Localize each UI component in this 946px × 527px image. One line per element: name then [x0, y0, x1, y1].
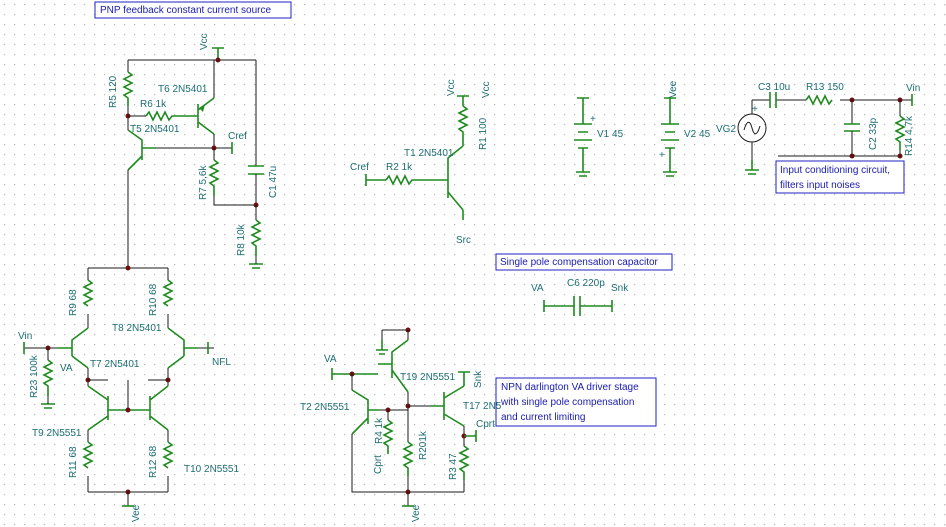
cref-label-1: Cref [228, 131, 247, 142]
va-label-2: VA [324, 354, 337, 365]
note-pnp-source-text: PNP feedback constant current source [100, 5, 271, 16]
vin-label-1: Vin [18, 331, 32, 342]
t10-label[interactable]: T10 2N5551 [184, 464, 239, 475]
darlington-stage: T19 2N5551 VA T2 2N5551 R4 1k Cprt R201k… [300, 327, 502, 522]
cprt-label-1: Cprt [373, 455, 384, 474]
t7-label[interactable]: T7 2N5401 [90, 359, 140, 370]
v1-label: V1 45 [597, 129, 624, 140]
note-darlington[interactable]: NPN darlington VA driver stage with sing… [495, 377, 657, 427]
vee-label-2: Vee [411, 504, 422, 522]
t9-label[interactable]: T9 2N5551 [32, 428, 82, 439]
r4-label[interactable]: R4 1k [374, 417, 385, 444]
t1-label[interactable]: T1 2N5401 [404, 148, 454, 159]
vg2-label[interactable]: VG2 [716, 124, 736, 135]
note-pnp-source[interactable]: PNP feedback constant current source [94, 1, 292, 19]
net-vcc-label: Vcc [199, 33, 210, 50]
r13-label[interactable]: R13 150 [806, 82, 844, 93]
r14-label[interactable]: R14 4,7k [904, 115, 915, 156]
v2-plus: + [659, 150, 665, 161]
c2-label[interactable]: C2 33p [868, 117, 879, 150]
r12-label[interactable]: R12 68 [148, 445, 159, 478]
cprt-label-2: Cprt [476, 419, 495, 430]
r10-label[interactable]: R10 68 [148, 283, 159, 316]
nfl-label: NFL [212, 357, 231, 368]
v1-plus: + [590, 114, 596, 125]
r5-label[interactable]: R5 120 [108, 75, 119, 108]
snk-label-1: Snk [611, 283, 629, 294]
note-input-conditioning[interactable]: Input conditioning circuit, filters inpu… [775, 160, 905, 194]
c6-label[interactable]: C6 220p [567, 278, 605, 289]
t5-label[interactable]: T5 2N5401 [130, 124, 180, 135]
vcc-label-3: Vcc [481, 81, 492, 98]
pnp-current-source: Vcc R5 120 R6 1k T6 2N5401 T5 2N5401 Cre… [108, 33, 279, 269]
supply-v2[interactable]: Vee + V2 45 [659, 80, 711, 177]
supply-v1[interactable]: Vcc + V1 45 [481, 81, 624, 177]
r8-label[interactable]: R8 10k [236, 223, 247, 256]
note-single-pole-text: Single pole compensation capacitor [500, 257, 659, 268]
r1-label[interactable]: R1 100 [478, 117, 489, 150]
r11-label[interactable]: R11 68 [68, 446, 79, 478]
t8-label[interactable]: T8 2N5401 [112, 323, 162, 334]
c3-label[interactable]: C3 10u [758, 82, 790, 93]
t1-source-stage: Vcc R1 100 T1 2N5401 Cref R2 1k Src [350, 79, 489, 246]
t2-label[interactable]: T2 2N5551 [300, 402, 350, 413]
r23-label[interactable]: R23 100k [29, 354, 40, 398]
v2-label: V2 45 [684, 129, 711, 140]
vee-label-3: Vee [668, 80, 679, 98]
r6-label[interactable]: R6 1k [140, 99, 167, 110]
vee-label-1: Vee [131, 504, 142, 522]
note-darl-line1: NPN darlington VA driver stage [501, 382, 639, 393]
note-input-cond-line2: filters input noises [780, 180, 860, 191]
cref-label-2: Cref [350, 162, 369, 173]
note-single-pole[interactable]: Single pole compensation capacitor [495, 253, 673, 271]
input-conditioning: + VG2 C3 10u R13 150 C2 33p R14 4,7k Vin [716, 82, 920, 175]
c1-label[interactable]: C1 47u [268, 166, 279, 198]
t19-label[interactable]: T19 2N5551 [400, 372, 455, 383]
r2-label[interactable]: R2 1k [386, 162, 413, 173]
vin-label-2: Vin [906, 83, 920, 94]
note-input-cond-line1: Input conditioning circuit, [780, 165, 890, 176]
va-label-1: VA [60, 363, 73, 374]
r7-label[interactable]: R7 5,6k [198, 165, 209, 200]
va-label-3: VA [531, 283, 544, 294]
vg2-plus: + [752, 104, 758, 115]
t6-label[interactable]: T6 2N5401 [158, 84, 208, 95]
t17-label[interactable]: T17 2N5 [463, 401, 502, 412]
c6-compensation: VA C6 220p Snk [531, 278, 629, 316]
vcc-label-2: Vcc [446, 79, 457, 96]
snk-label-2: Snk [473, 370, 484, 388]
r20-label[interactable]: R201k [418, 430, 429, 460]
note-darl-line2: with single pole compensation [500, 397, 634, 408]
input-diff-stage: R9 68 R10 68 Vin T7 2N5401 VA R23 100k T… [18, 265, 239, 522]
src-label: Src [456, 235, 471, 246]
note-darl-line3: and current limiting [501, 412, 585, 423]
r9-label[interactable]: R9 68 [68, 289, 79, 316]
r3-label[interactable]: R3 47 [448, 453, 459, 480]
